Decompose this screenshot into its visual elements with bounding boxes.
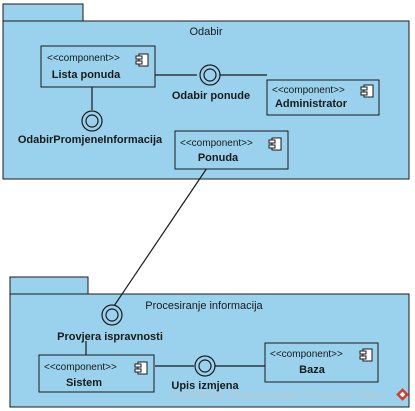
package-odabir-tab xyxy=(2,3,84,22)
component-administrator: <<component>> Administrator xyxy=(266,79,380,116)
ball-icon xyxy=(198,359,212,373)
component-lista-ponuda: <<component>> Lista ponuda xyxy=(40,45,156,88)
component-sistem: <<component>> Sistem xyxy=(38,354,155,393)
component-stereotype: <<component>> xyxy=(180,138,253,149)
component-stereotype: <<component>> xyxy=(44,362,117,373)
component-box xyxy=(266,79,380,116)
connectors xyxy=(85,74,267,367)
watermark: Powered By Visual Paradigm Community Edi… xyxy=(170,388,409,401)
component-name: Baza xyxy=(299,364,326,376)
ball-icon xyxy=(105,308,119,322)
interface-label: Upis izmjena xyxy=(171,380,239,392)
component-box xyxy=(264,342,379,383)
interface-upis-izmjena: Upis izmjena xyxy=(171,355,239,392)
ball-icon xyxy=(85,114,99,128)
package-procesiranje-tab xyxy=(9,276,89,295)
vp-logo-icon xyxy=(396,388,409,401)
component-icon xyxy=(135,53,149,67)
component-baza: <<component>> Baza xyxy=(264,342,379,383)
interface-odabir-promjene-informacija: OdabirPromjeneInformacija xyxy=(18,110,163,146)
watermark-text: Powered By Visual Paradigm Community Edi… xyxy=(170,390,386,401)
component-icon xyxy=(268,137,282,151)
connector-ponuda-provjera xyxy=(113,167,208,307)
component-stereotype: <<component>> xyxy=(270,349,343,360)
component-name: Lista ponuda xyxy=(52,69,121,81)
component-stereotype: <<component>> xyxy=(47,53,120,64)
package-odabir-title: Odabir xyxy=(189,26,222,38)
interface-label: Provjera ispravnosti xyxy=(57,331,163,343)
package-procesiranje-title: Procesiranje informacija xyxy=(145,300,263,312)
component-box xyxy=(38,354,155,393)
component-name: Ponuda xyxy=(198,152,239,164)
interface-provjera-ispravnosti: Provjera ispravnosti xyxy=(57,304,163,343)
component-box xyxy=(174,130,289,170)
interface-label: Odabir ponude xyxy=(172,90,250,102)
component-name: Administrator xyxy=(275,98,348,110)
interface-odabir-ponude: Odabir ponude xyxy=(172,64,250,102)
component-icon xyxy=(360,84,374,98)
ball-icon xyxy=(203,68,217,82)
component-icon xyxy=(134,361,148,375)
interface-label: OdabirPromjeneInformacija xyxy=(18,134,163,146)
component-icon xyxy=(359,348,373,362)
component-box xyxy=(40,45,156,88)
component-ponuda: <<component>> Ponuda xyxy=(174,130,289,170)
component-stereotype: <<component>> xyxy=(272,85,345,96)
component-name: Sistem xyxy=(66,377,102,389)
